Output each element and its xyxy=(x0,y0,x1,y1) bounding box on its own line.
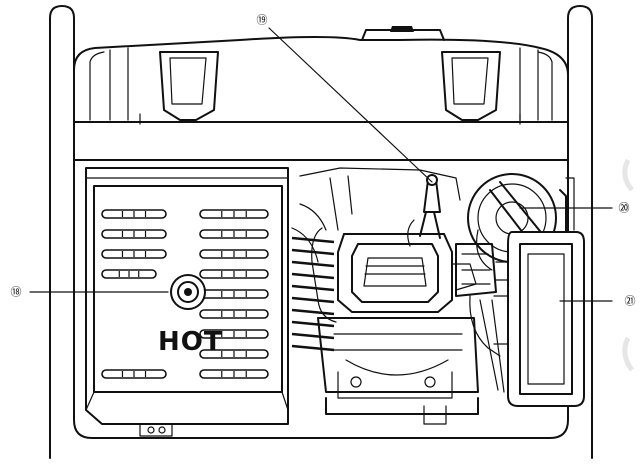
heat-shield-vents-left xyxy=(101,209,167,379)
cooling-fin xyxy=(291,272,335,280)
callout-21-label: ㉑ xyxy=(625,295,636,308)
fuel-tank xyxy=(73,26,569,125)
cylinder-head-cover xyxy=(337,233,453,313)
callout-19-label: ⑲ xyxy=(257,14,268,27)
hot-warning-text: HOT xyxy=(158,327,223,357)
cooling-fin xyxy=(291,320,335,328)
cooling-fin xyxy=(291,332,335,340)
cooling-fin xyxy=(291,344,335,352)
spark-plug xyxy=(407,174,441,247)
muffler-cover: HOT xyxy=(85,167,289,437)
callout-18: ⑱ xyxy=(11,286,22,299)
frame xyxy=(49,5,593,459)
callout-18-label: ⑱ xyxy=(11,286,22,299)
callout-19-leader xyxy=(268,27,433,183)
crankcase xyxy=(317,317,479,393)
callout-leaders xyxy=(29,27,613,302)
cooling-fin xyxy=(291,308,335,316)
cylinder-cooling-fins xyxy=(291,236,335,352)
carburetor xyxy=(455,243,509,393)
engine xyxy=(291,167,479,425)
cooling-fin xyxy=(291,248,335,256)
scan-artifact xyxy=(622,158,634,192)
cooling-fin xyxy=(291,236,335,244)
callout-19: ⑲ xyxy=(257,14,268,27)
heat-shield-vents-right xyxy=(199,209,269,379)
scan-artifact xyxy=(622,336,635,372)
cooling-fin xyxy=(291,296,335,304)
callout-20: ⑳ xyxy=(619,202,630,215)
cooling-fin xyxy=(291,284,335,292)
callout-20-label: ⑳ xyxy=(619,202,630,215)
cooling-fin xyxy=(291,260,335,268)
callout-21: ㉑ xyxy=(625,295,636,308)
air-filter-housing xyxy=(493,231,585,407)
